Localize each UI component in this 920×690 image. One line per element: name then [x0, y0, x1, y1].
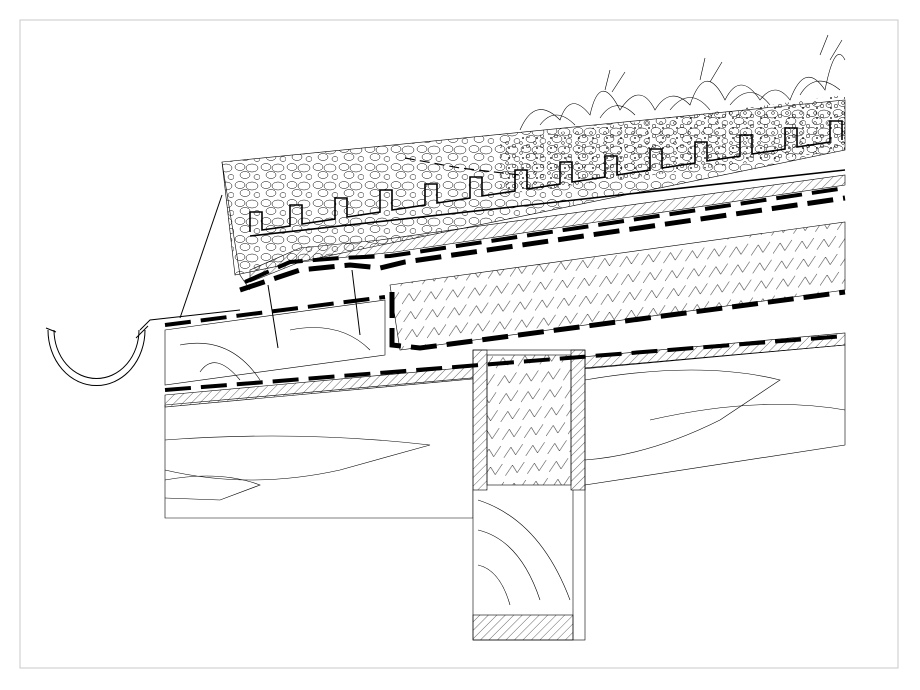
drainage-board — [249, 120, 843, 232]
drainage-board-base — [249, 169, 846, 237]
eave-edge — [139, 161, 251, 331]
fasteners — [267, 269, 361, 349]
drawing-frame — [19, 19, 899, 669]
filter-fleece — [404, 157, 521, 176]
vegetation — [519, 34, 846, 131]
gutter — [45, 325, 149, 386]
substrate-layer — [500, 95, 845, 195]
insulation-layer — [389, 221, 846, 351]
waterproof-membranes — [164, 186, 846, 392]
support-post — [472, 349, 586, 641]
eave-timber — [164, 299, 386, 386]
